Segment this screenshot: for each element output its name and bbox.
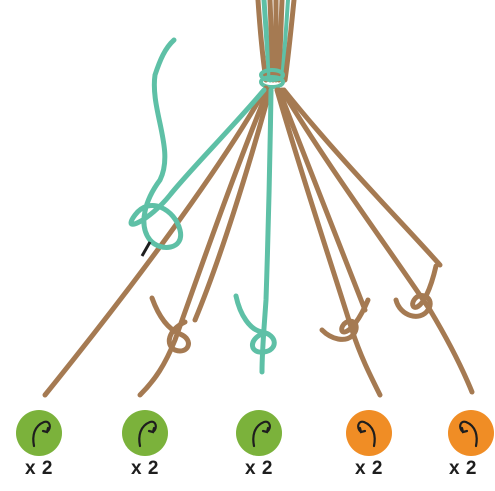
count-label: x 2 bbox=[245, 458, 273, 479]
top-cord-bundle bbox=[255, 0, 297, 83]
counterclockwise-arrow-icon bbox=[459, 420, 478, 448]
strand-7-tail bbox=[393, 263, 439, 319]
strand-3 bbox=[192, 87, 273, 323]
gathering-knot bbox=[259, 68, 285, 89]
green-badge-circle bbox=[236, 410, 282, 456]
teal-center-tail bbox=[233, 293, 277, 355]
teal-brown-junction bbox=[140, 241, 152, 257]
clockwise-arrow-icon bbox=[32, 420, 51, 448]
badge-4 bbox=[344, 408, 394, 458]
count-label: x 2 bbox=[355, 458, 383, 479]
knot-wrap bbox=[259, 68, 285, 82]
bundle-strand bbox=[282, 0, 297, 83]
orange-badge-circle bbox=[346, 410, 392, 456]
green-badge-circle bbox=[122, 410, 168, 456]
bundle-strand bbox=[267, 0, 276, 83]
count-label: x 2 bbox=[449, 458, 477, 479]
strand-3-tail bbox=[149, 295, 191, 354]
green-badge-circle bbox=[16, 410, 62, 456]
bundle-strand bbox=[255, 0, 269, 83]
strand-1 bbox=[42, 85, 269, 398]
strand-5-tail bbox=[319, 297, 371, 342]
teal-left-strand bbox=[128, 37, 267, 250]
teal-strands bbox=[128, 37, 277, 375]
knot-wrap bbox=[259, 75, 285, 89]
count-label: x 2 bbox=[25, 458, 53, 479]
bundle-strand bbox=[276, 0, 285, 83]
counterclockwise-arrow-icon bbox=[357, 420, 376, 448]
badge-5 bbox=[446, 408, 495, 458]
strand-5 bbox=[276, 87, 368, 313]
clockwise-arrow-icon bbox=[252, 420, 271, 448]
brown-strands bbox=[42, 85, 475, 398]
clockwise-arrow-icon bbox=[138, 420, 157, 448]
strand-6 bbox=[279, 87, 475, 395]
badge-2 bbox=[120, 408, 170, 458]
orange-badge-circle bbox=[448, 410, 494, 456]
strand-7 bbox=[281, 87, 443, 268]
bundle-strand bbox=[261, 0, 273, 83]
badge-3 bbox=[234, 408, 284, 458]
strand-2 bbox=[137, 87, 271, 398]
teal-center-strand bbox=[259, 87, 274, 375]
badge-1 bbox=[14, 408, 64, 458]
count-label: x 2 bbox=[131, 458, 159, 479]
strand-4 bbox=[274, 87, 383, 398]
